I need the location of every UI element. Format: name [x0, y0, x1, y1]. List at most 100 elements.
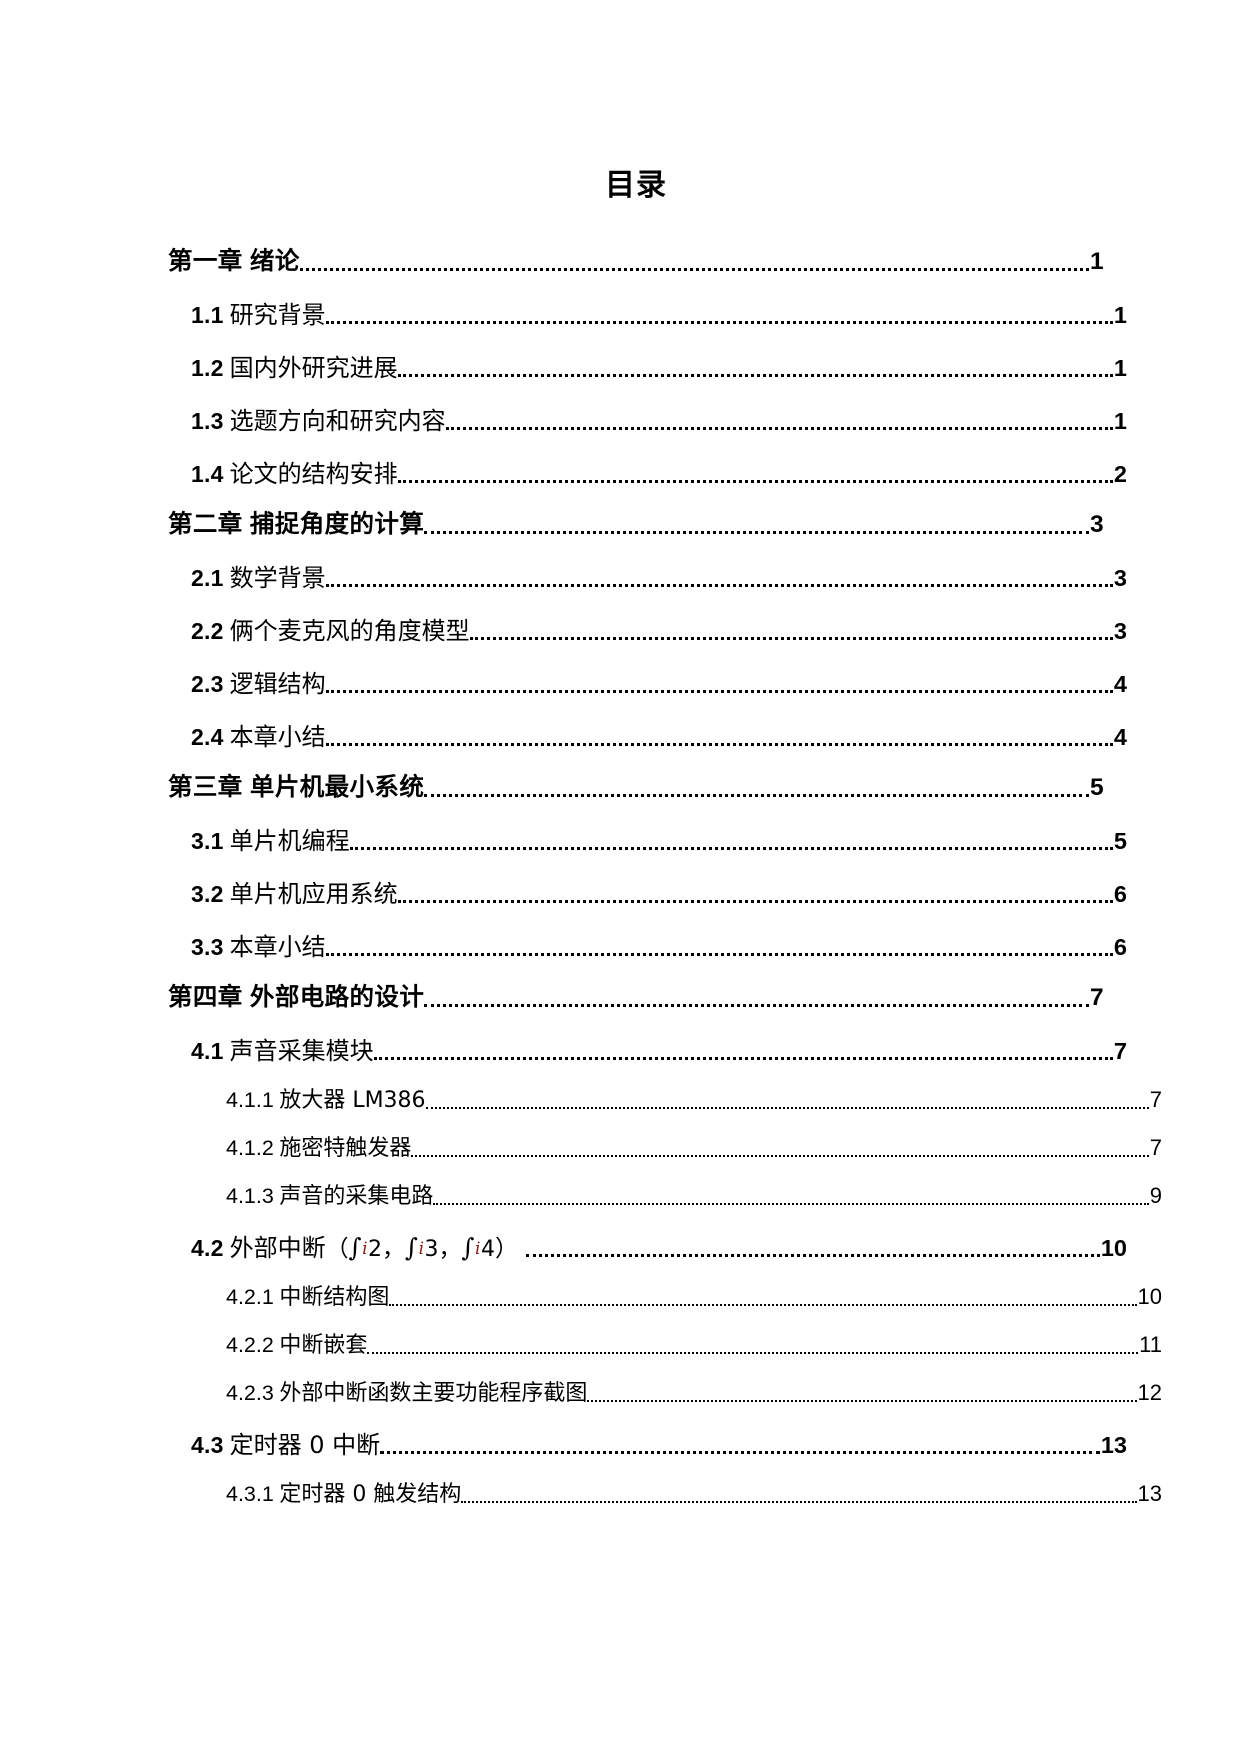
toc-leader-dots — [367, 1337, 1138, 1359]
toc-entry-label: 第三章 单片机最小系统 — [168, 768, 424, 803]
toc-entry-text: 施密特触发器 — [279, 1136, 412, 1161]
toc-entry-label: 2.3 逻辑结构 — [191, 664, 326, 699]
math-index: 2 — [368, 1237, 383, 1262]
toc-entry-text: 捕捉角度的计算 — [249, 511, 425, 538]
toc-entry-number: 4.1.2 — [226, 1136, 274, 1160]
toc-page-number: 1 — [1089, 248, 1104, 275]
toc-entry-text: 逻辑结构 — [229, 670, 326, 698]
toc-entry-label: 4.3.1 定时器 0 触发结构 — [226, 1476, 461, 1508]
toc-entry-text: 中断结构图 — [279, 1285, 390, 1310]
toc-leader-dots — [587, 1385, 1137, 1407]
math-separator: ， — [438, 1236, 462, 1262]
toc-leader-dots — [424, 779, 1089, 804]
toc-entry-text: 定时器 0 中断 — [229, 1431, 381, 1459]
toc-entry-label: 4.1.3 声音的采集电路 — [226, 1178, 433, 1210]
toc-entry-level-3[interactable]: 4.3.1 定时器 0 触发结构 13 — [168, 1476, 1162, 1508]
toc-leader-dots — [445, 412, 1113, 436]
toc-entry-level-2[interactable]: 2.4 本章小结 4 — [168, 717, 1127, 752]
toc-page-number: 13 — [1100, 1432, 1127, 1458]
toc-entry-number: 第三章 — [168, 774, 243, 801]
toc-page-number: 6 — [1113, 881, 1127, 907]
toc-entry-level-2[interactable]: 2.1 数学背景 3 — [168, 558, 1127, 593]
math-subscript-i: i — [418, 1239, 425, 1259]
toc-entry-level-2[interactable]: 4.3 定时器 0 中断 13 — [168, 1425, 1127, 1460]
toc-page-number: 7 — [1113, 1038, 1127, 1064]
toc-page-number: 3 — [1113, 565, 1127, 591]
math-prefix: 外部中断 — [229, 1234, 326, 1262]
toc-entry-text: 数学背景 — [229, 564, 326, 592]
toc-entry-text: 研究背景 — [229, 301, 326, 329]
toc-leader-dots — [469, 622, 1113, 646]
toc-entry-label: 第二章 捕捉角度的计算 — [168, 505, 424, 540]
toc-entry-label: 4.2.2 中断嵌套 — [226, 1327, 367, 1359]
toc-page-number: 4 — [1113, 724, 1127, 750]
toc-entry-number: 4.2 — [191, 1235, 224, 1261]
toc-leader-dots — [425, 1092, 1149, 1114]
toc-entry-label: 3.1 单片机编程 — [191, 821, 350, 856]
toc-entry-text: 定时器 0 触发结构 — [279, 1482, 462, 1507]
toc-entry-label: 2.1 数学背景 — [191, 558, 326, 593]
toc-entry-label: 1.3 选题方向和研究内容 — [191, 401, 446, 436]
toc-entry-level-3[interactable]: 4.1.2 施密特触发器 7 — [168, 1130, 1162, 1162]
toc-entry-number: 4.3 — [191, 1432, 224, 1458]
toc-entry-label: 第四章 外部电路的设计 — [168, 978, 424, 1013]
toc-entry-label: 1.2 国内外研究进展 — [191, 348, 398, 383]
toc-entry-level-3[interactable]: 4.1.3 声音的采集电路 9 — [168, 1178, 1162, 1210]
toc-leader-dots — [461, 1486, 1137, 1508]
toc-entry-text: 放大器 LM386 — [279, 1088, 426, 1113]
toc-leader-dots — [349, 832, 1113, 856]
toc-entry-label: 4.2.3 外部中断函数主要功能程序截图 — [226, 1375, 587, 1407]
toc-leader-dots — [325, 306, 1113, 330]
toc-entry-number: 第一章 — [168, 248, 243, 275]
toc-entry-level-1[interactable]: 第一章 绪论 1 — [168, 242, 1104, 277]
math-subscript-i: i — [362, 1239, 368, 1259]
math-index: 3 — [424, 1237, 439, 1262]
integral-icon: ∫ — [405, 1233, 419, 1262]
toc-page-number: 1 — [1113, 302, 1127, 328]
toc-leader-dots — [389, 1289, 1137, 1311]
toc-entry-label: 2.4 本章小结 — [191, 717, 326, 752]
toc-entry-label: 3.3 本章小结 — [191, 927, 326, 962]
toc-page-number: 13 — [1137, 1481, 1162, 1506]
toc-page-number: 7 — [1149, 1087, 1162, 1112]
toc-entry-number: 第四章 — [168, 984, 243, 1011]
toc-entry-number: 4.1.3 — [226, 1184, 274, 1208]
toc-entry-number: 4.3.1 — [226, 1482, 274, 1506]
toc-entry-level-2[interactable]: 3.3 本章小结 6 — [168, 927, 1127, 962]
toc-leader-dots — [325, 728, 1113, 752]
toc-entry-number: 2.4 — [191, 724, 224, 750]
toc-entry-label: 4.1.2 施密特触发器 — [226, 1130, 411, 1162]
toc-entry-label: 第一章 绪论 — [168, 242, 300, 277]
toc-page-number: 9 — [1149, 1183, 1162, 1208]
toc-entry-text: 外部中断（∫i2，∫i3，∫i4） — [229, 1233, 526, 1262]
toc-entry-text: 外部中断函数主要功能程序截图 — [279, 1381, 588, 1406]
math-index: 4 — [480, 1237, 495, 1262]
toc-page-number: 2 — [1113, 461, 1127, 487]
math-close-paren: ） — [494, 1236, 518, 1262]
toc-entry-text: 绪论 — [249, 248, 300, 275]
toc-page-number: 7 — [1149, 1135, 1162, 1160]
toc-leader-dots — [373, 1042, 1113, 1066]
toc-entry-level-2[interactable]: 4.2 外部中断（∫i2，∫i3，∫i4） 10 — [168, 1228, 1127, 1263]
toc-page-number: 1 — [1113, 408, 1127, 434]
toc-page-number: 6 — [1113, 934, 1127, 960]
toc-entry-text: 论文的结构安排 — [229, 460, 398, 488]
toc-entry-level-2[interactable]: 1.3 选题方向和研究内容 1 — [168, 401, 1127, 436]
toc-entry-text: 本章小结 — [229, 723, 326, 751]
